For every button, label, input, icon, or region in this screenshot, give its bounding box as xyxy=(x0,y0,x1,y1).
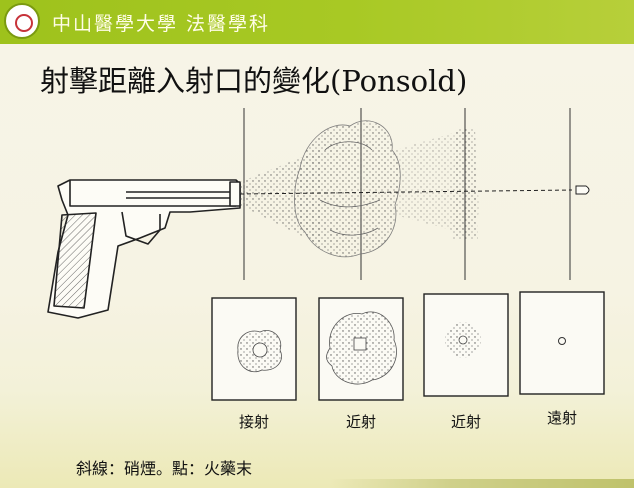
legend-caption: 斜線：硝煙。點：火藥末 xyxy=(76,459,253,478)
panel-label-contact: 接射 xyxy=(239,413,269,431)
powder-spray xyxy=(240,120,480,258)
header-bar: 中山醫學大學 法醫學科 xyxy=(0,0,634,44)
pistol-illustration xyxy=(47,179,241,319)
panel-label-near-1: 近射 xyxy=(346,413,376,431)
panel-label-distant: 遠射 xyxy=(547,409,577,427)
bullet-icon xyxy=(575,185,590,195)
slide-title: 射擊距離入射口的變化(Ponsold) xyxy=(40,64,468,98)
panel-label-near-2: 近射 xyxy=(451,413,481,431)
contact-wound-pattern xyxy=(237,330,282,373)
distant-wound-hole xyxy=(558,337,566,345)
university-logo-icon xyxy=(4,3,40,39)
near-wound-pattern-1 xyxy=(326,311,397,385)
trajectory-line xyxy=(239,189,573,195)
header-title: 中山醫學大學 法醫學科 xyxy=(52,13,271,35)
panel-distant xyxy=(519,291,605,395)
near-wound-pattern-2 xyxy=(445,322,481,358)
footer-bar xyxy=(330,479,634,488)
